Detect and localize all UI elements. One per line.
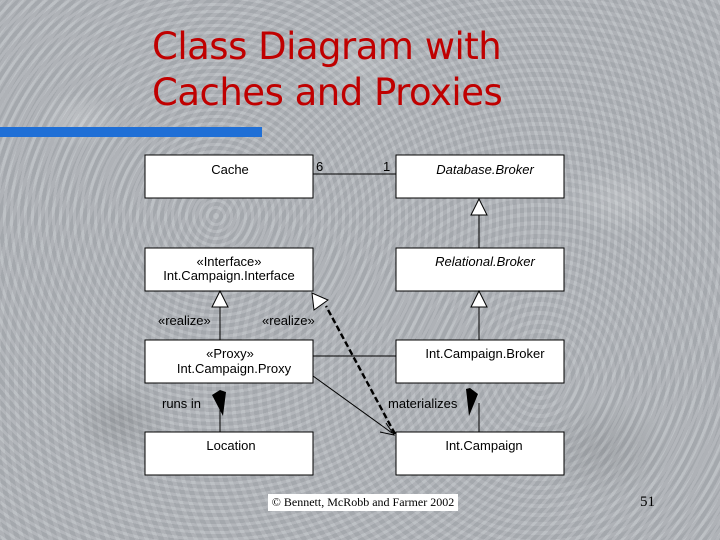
proxy-class-name: Int.Campaign.Proxy <box>177 361 292 376</box>
location-class-box <box>144 431 314 476</box>
intcampaign-realize-dashed <box>324 305 397 435</box>
broker-multiplicity: 1 <box>383 159 390 174</box>
location-class-name: Location <box>206 438 255 453</box>
intcampaign-broker-class-name: Int.Campaign.Broker <box>425 346 545 361</box>
realize-label-left: «realize» <box>158 313 211 328</box>
cache-class-name: Cache <box>211 162 249 177</box>
relational-broker-class-box <box>395 247 565 292</box>
copyright-footer: © Bennett, McRobb and Farmer 2002 <box>268 494 458 511</box>
realize-triangle-icon <box>211 289 229 308</box>
interface-stereotype: «Interface» <box>196 254 261 269</box>
title-line-2: Caches and Proxies <box>152 71 503 114</box>
intcampaign-broker-class-box <box>395 339 565 384</box>
database-broker-class-box <box>395 154 565 199</box>
interface-class-name: Int.Campaign.Interface <box>163 268 295 283</box>
intcampaign-class-box <box>395 431 565 476</box>
runs-in-direction-icon <box>212 390 226 416</box>
materializes-label: materializes <box>388 396 458 411</box>
title-accent-bar <box>0 127 262 137</box>
title-line-1: Class Diagram with <box>152 25 502 68</box>
relational-broker-class-name: Relational.Broker <box>435 254 535 269</box>
intcampaign-class-name: Int.Campaign <box>445 438 522 453</box>
page-number: 51 <box>640 494 655 510</box>
realize-triangle-icon <box>311 292 330 311</box>
realize-label-right: «realize» <box>262 313 315 328</box>
cache-multiplicity: 6 <box>316 159 323 174</box>
generalization-triangle-icon <box>470 289 488 308</box>
dependency-arrowhead-icon <box>379 422 396 436</box>
interface-class-box <box>144 247 314 292</box>
proxy-class-box <box>144 339 314 384</box>
database-broker-class-name: Database.Broker <box>436 162 534 177</box>
generalization-triangle-icon <box>470 197 488 216</box>
materializes-direction-icon <box>466 388 478 416</box>
runs-in-label: runs in <box>162 396 201 411</box>
slide-title: Class Diagram with Caches and Proxies <box>152 24 503 116</box>
proxy-intcampaign-dependency <box>312 375 393 434</box>
cache-class-box <box>144 154 314 199</box>
proxy-stereotype: «Proxy» <box>206 346 254 361</box>
